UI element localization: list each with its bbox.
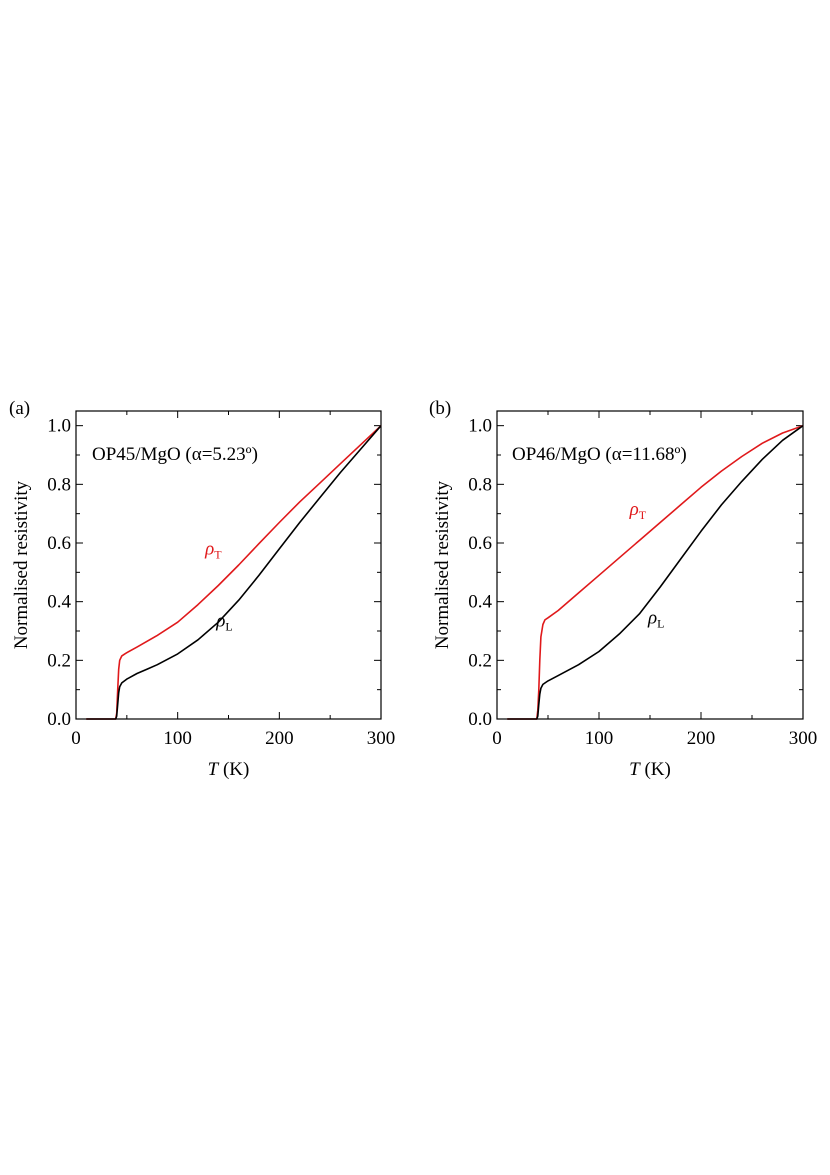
y-tick-label: 1.0 <box>47 416 71 437</box>
y-tick-label: 0.8 <box>47 474 71 495</box>
x-tick-label: 100 <box>585 728 614 749</box>
y-tick-label: 0.4 <box>47 592 71 613</box>
sample-annotation: OP46/MgO (α=11.68º) <box>512 444 687 465</box>
y-tick-label: 0.8 <box>468 474 492 495</box>
series-label-rho-t: ρT <box>629 499 647 522</box>
x-tick-label: 200 <box>687 728 716 749</box>
x-tick-label: 300 <box>367 728 396 749</box>
series-line-rho-t <box>507 424 804 720</box>
y-tick-label: 0.4 <box>468 592 492 613</box>
y-tick-label: 0.6 <box>47 533 71 554</box>
sample-annotation: OP45/MgO (α=5.23º) <box>92 444 258 465</box>
y-axis-label: Normalised resistivity <box>11 480 32 649</box>
x-tick-label: 0 <box>71 728 81 749</box>
x-tick-label: 200 <box>265 728 294 749</box>
series-line-rho-t <box>86 425 382 720</box>
series-line-rho-l <box>507 425 804 720</box>
y-tick-label: 0.6 <box>468 533 492 554</box>
panel-label: (a) <box>9 398 30 419</box>
y-axis-label: Normalised resistivity <box>432 480 453 649</box>
series-label-rho-t: ρT <box>204 539 222 562</box>
series-label-rho-l: ρL <box>215 611 232 634</box>
x-tick-label: 100 <box>163 728 192 749</box>
y-tick-label: 1.0 <box>468 416 492 437</box>
y-tick-label: 0.2 <box>47 650 71 671</box>
series-line-rho-l <box>86 425 382 720</box>
y-tick-label: 0.0 <box>468 709 492 730</box>
x-axis-label: T (K) <box>629 759 671 780</box>
x-tick-label: 0 <box>492 728 502 749</box>
panel-label: (b) <box>429 398 451 419</box>
x-axis-label: T (K) <box>208 759 250 780</box>
series-label-rho-l: ρL <box>647 608 664 631</box>
chart-panel-b: 0 100 200 300 0.0 0.2 0.4 0.6 0.8 1.0 (b) OP46/MgO … <box>429 398 817 780</box>
y-tick-label: 0.0 <box>47 709 71 730</box>
x-tick-label: 300 <box>789 728 818 749</box>
chart-panel-a: 0 100 200 300 0.0 0.2 0.4 0.6 0.8 1.0 (a) OP45/MgO … <box>9 398 395 780</box>
y-tick-label: 0.2 <box>468 650 492 671</box>
